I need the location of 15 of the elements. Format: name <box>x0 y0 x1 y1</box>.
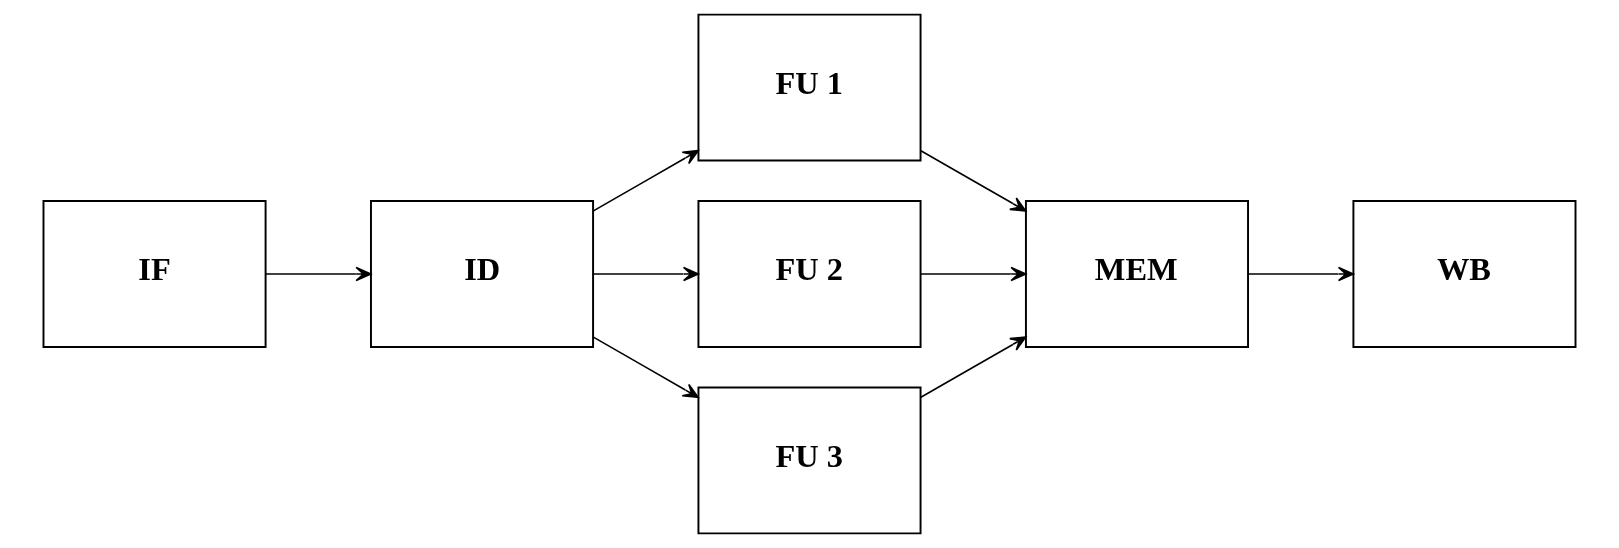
arrow <box>920 266 1027 282</box>
node-box: MEM <box>1024 200 1249 348</box>
arrow <box>592 266 700 282</box>
arrow <box>592 149 700 212</box>
arrow <box>920 149 1027 212</box>
node-box: FU 1 <box>697 13 922 162</box>
node-box: FU 3 <box>697 386 922 535</box>
arrow <box>920 336 1027 399</box>
node-box: IF <box>42 200 267 348</box>
arrow <box>265 266 372 282</box>
node-box: FU 2 <box>697 200 922 348</box>
arrow <box>1247 266 1354 282</box>
node-box: WB <box>1352 200 1577 348</box>
arrow <box>592 336 700 399</box>
node-box: ID <box>370 200 595 348</box>
